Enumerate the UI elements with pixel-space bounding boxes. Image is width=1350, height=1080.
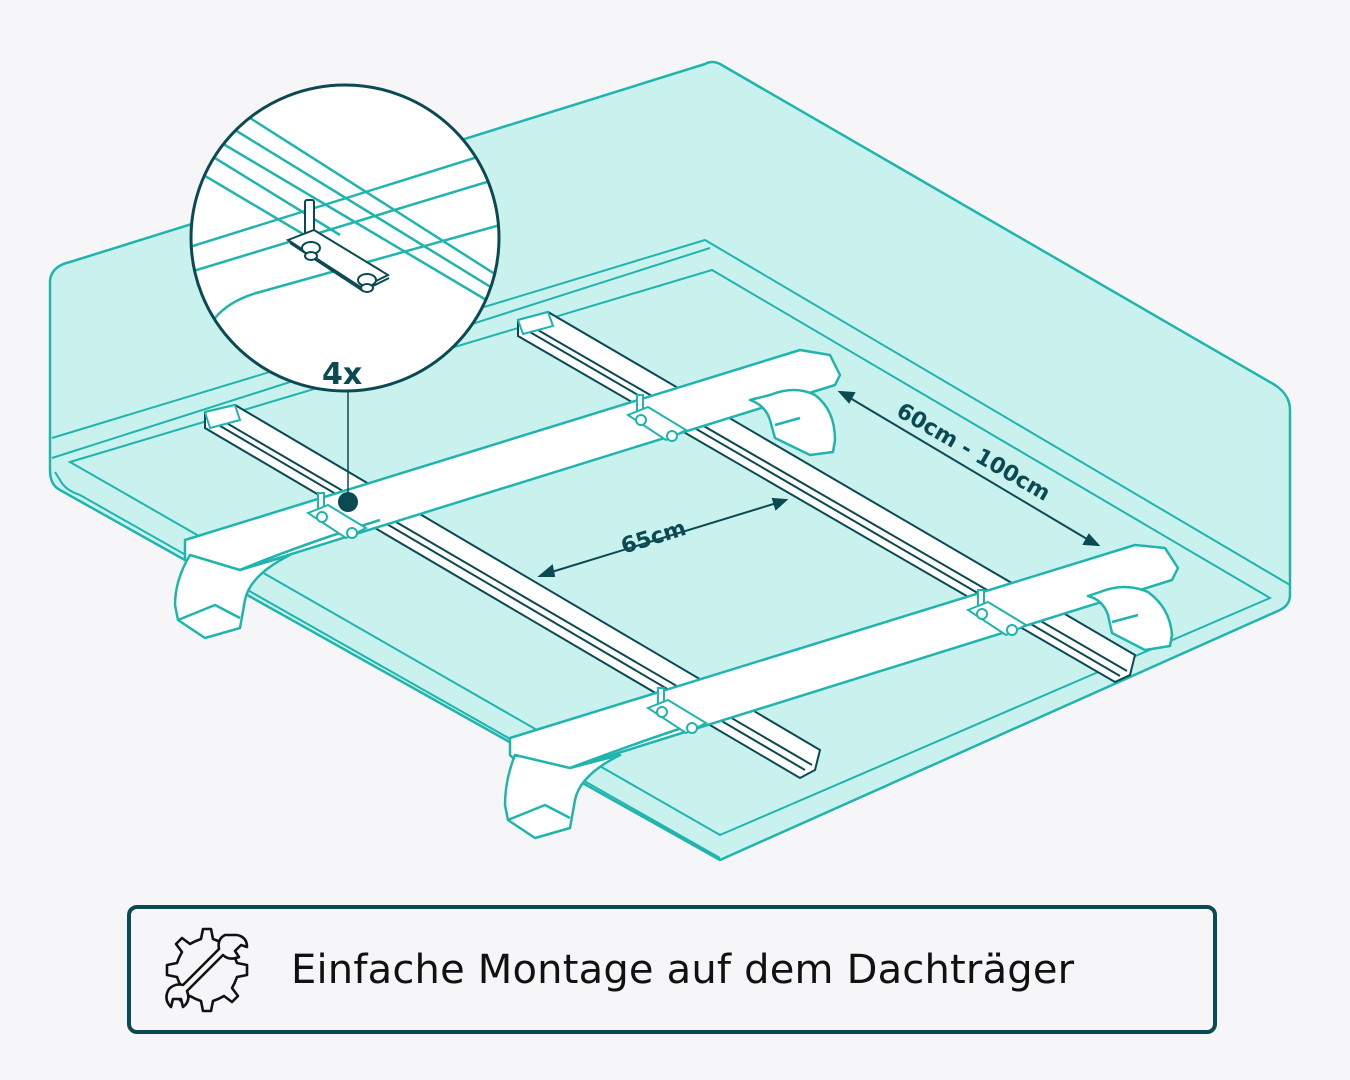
mounting-brackets	[305, 394, 1029, 735]
callout-leader	[338, 390, 358, 512]
bracket-rear-left	[645, 687, 709, 735]
bracket-front-left	[305, 492, 369, 540]
bracket-rear-right	[965, 589, 1029, 637]
bracket-front-right	[625, 394, 689, 442]
caption-text: Einfache Montage auf dem Dachträger	[291, 946, 1075, 993]
roof-rack-diagram: 65cm 60cm - 100cm	[48, 60, 1292, 862]
dimension-65cm	[537, 497, 789, 577]
dimension-60-100cm	[837, 390, 1101, 547]
callout-count-label: 4x	[322, 357, 362, 392]
gear-wrench-icon	[151, 915, 261, 1025]
detail-callout: 4x	[189, 83, 501, 393]
caption-box: Einfache Montage auf dem Dachträger	[127, 905, 1217, 1034]
